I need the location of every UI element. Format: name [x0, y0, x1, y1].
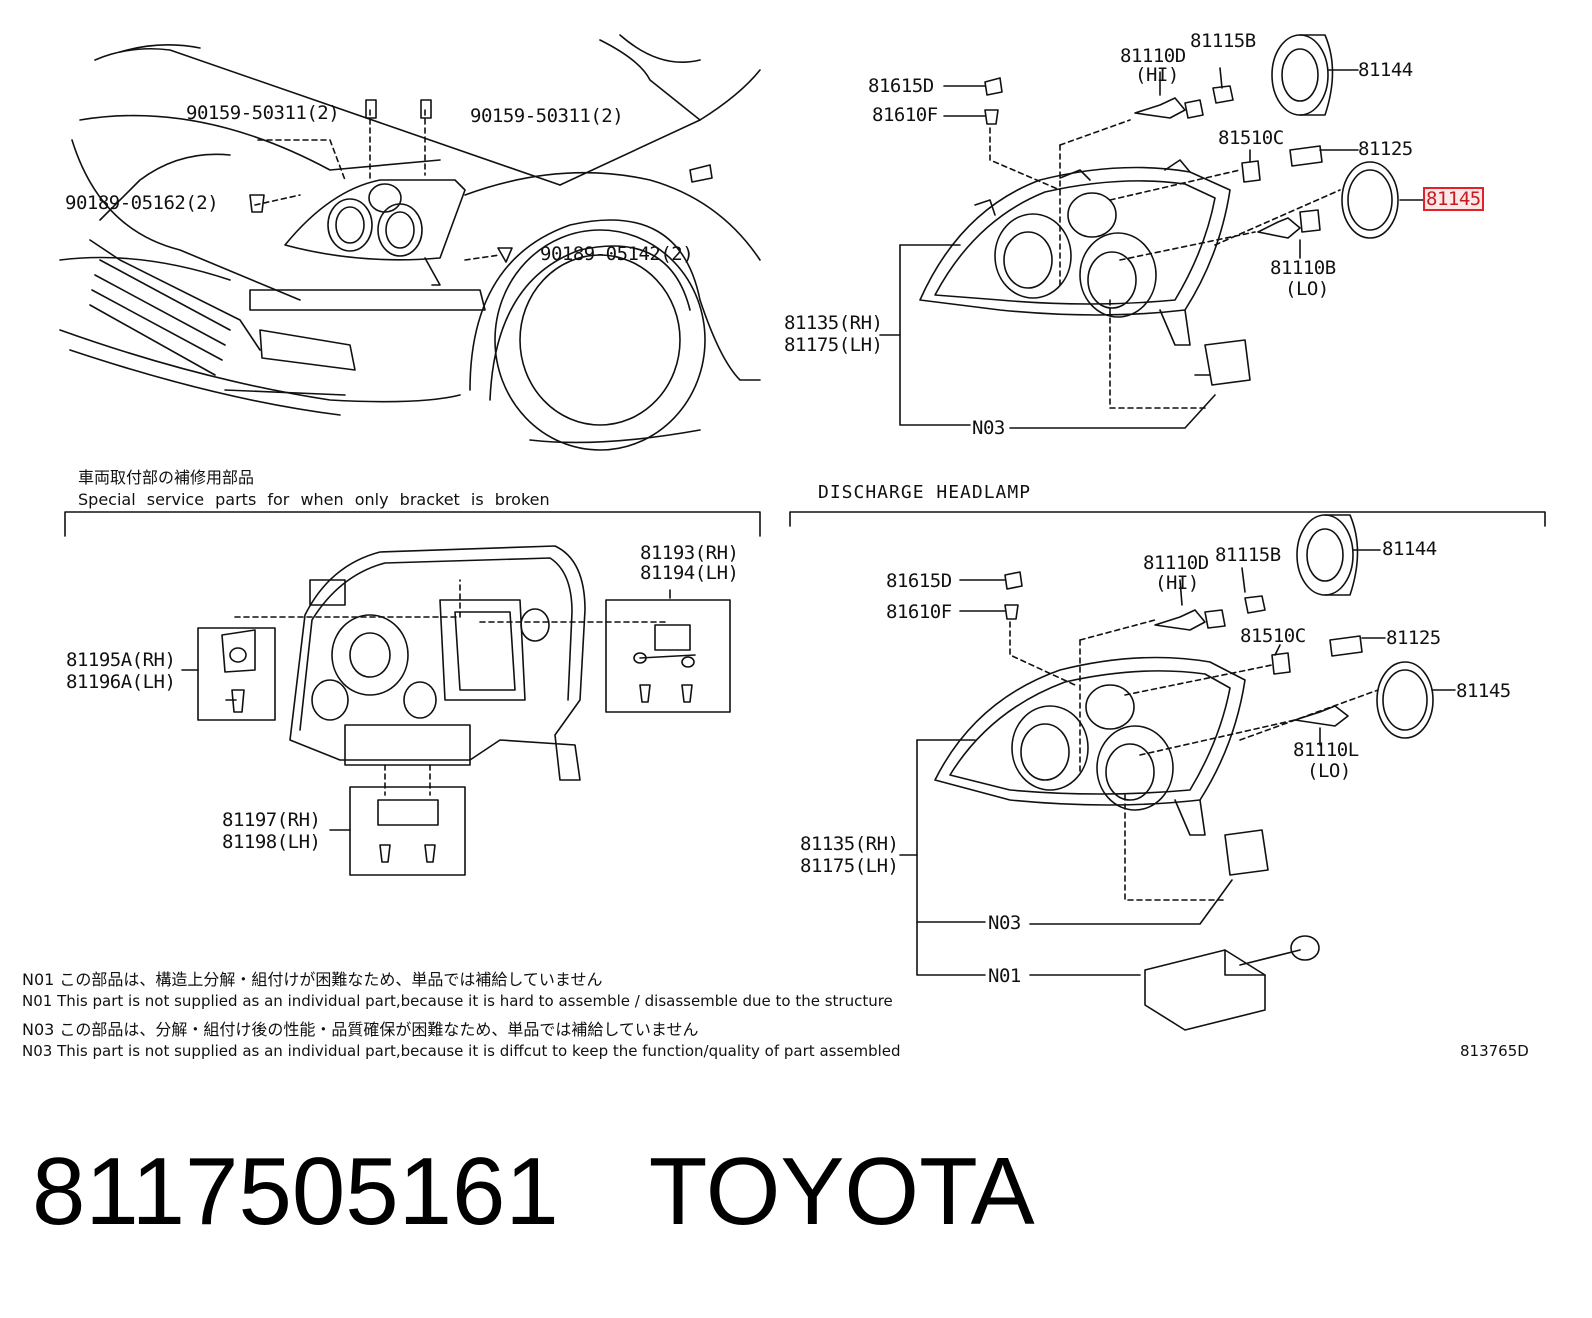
discharge-label-81115B[interactable]: 81115B — [1215, 544, 1281, 566]
footer-brand: TOYOTA — [648, 1138, 1035, 1245]
discharge-headlamp-view — [789, 511, 1546, 1031]
part-label-81110D[interactable]: 81110D — [1120, 45, 1186, 67]
discharge-label-n01[interactable]: N01 — [988, 965, 1021, 987]
part-label-81615D[interactable]: 81615D — [868, 75, 934, 97]
footer-part-number: 8117505161 — [32, 1138, 559, 1245]
note-n03-en: N03 This part is not supplied as an indi… — [22, 1042, 901, 1060]
discharge-label-81135[interactable]: 81135(RH) — [800, 833, 899, 855]
discharge-label-81110L[interactable]: 81110L — [1293, 739, 1359, 761]
bolt-label-90159-right[interactable]: 90159-50311(2) — [470, 105, 624, 127]
bolt-label-90189-05162[interactable]: 90189-05162(2) — [65, 192, 219, 214]
part-label-n03[interactable]: N03 — [972, 417, 1005, 439]
part-label-81115B[interactable]: 81115B — [1190, 30, 1256, 52]
discharge-label-81145[interactable]: 81145 — [1456, 680, 1511, 702]
note-n01-jp: N01 この部品は、構造上分解・組付けが困難なため、単品では補給していません — [22, 970, 603, 989]
discharge-label-lo: (LO) — [1307, 760, 1351, 782]
part-label-81198[interactable]: 81198(LH) — [222, 831, 321, 853]
part-label-81610F[interactable]: 81610F — [872, 104, 938, 126]
discharge-label-81175[interactable]: 81175(LH) — [800, 855, 899, 877]
note-n03-jp: N03 この部品は、分解・組付け後の性能・品質確保が困難なため、単品では補給して… — [22, 1020, 699, 1039]
service-parts-view — [64, 511, 761, 876]
discharge-label-81125[interactable]: 81125 — [1386, 627, 1441, 649]
discharge-label-81144[interactable]: 81144 — [1382, 538, 1437, 560]
bolt-label-90189-05142[interactable]: 90189-05142(2) — [540, 243, 694, 265]
discharge-label-81615D[interactable]: 81615D — [886, 570, 952, 592]
part-label-81195A[interactable]: 81195A(RH) — [66, 649, 176, 671]
discharge-section-title: DISCHARGE HEADLAMP — [818, 482, 1032, 503]
part-label-81196A[interactable]: 81196A(LH) — [66, 671, 176, 693]
service-title-en: Special service parts for when only brac… — [78, 490, 550, 509]
note-n01-en: N01 This part is not supplied as an indi… — [22, 992, 893, 1010]
part-label-81510C[interactable]: 81510C — [1218, 127, 1284, 149]
diagram-reference-code: 813765D — [1460, 1042, 1529, 1060]
part-label-81197[interactable]: 81197(RH) — [222, 809, 321, 831]
part-label-81193[interactable]: 81193(RH) — [640, 542, 739, 564]
part-label-81145-highlighted[interactable]: 81145 — [1423, 187, 1484, 211]
part-label-81135[interactable]: 81135(RH) — [784, 312, 883, 334]
part-label-81144[interactable]: 81144 — [1358, 59, 1413, 81]
part-label-lo: (LO) — [1285, 278, 1329, 300]
part-label-81194[interactable]: 81194(LH) — [640, 562, 739, 584]
part-label-81125[interactable]: 81125 — [1358, 138, 1413, 160]
discharge-label-81110D[interactable]: 81110D — [1143, 552, 1209, 574]
part-label-81175[interactable]: 81175(LH) — [784, 334, 883, 356]
car-front-illustration — [59, 34, 761, 451]
discharge-label-81510C[interactable]: 81510C — [1240, 625, 1306, 647]
headlamp-exploded-view — [879, 34, 1426, 429]
part-label-hi: (HI) — [1135, 64, 1179, 86]
service-title-jp: 車両取付部の補修用部品 — [78, 468, 255, 487]
part-label-81110B[interactable]: 81110B — [1270, 257, 1336, 279]
discharge-label-hi: (HI) — [1155, 572, 1199, 594]
bolt-label-90159-left[interactable]: 90159-50311(2) — [186, 102, 340, 124]
discharge-label-n03[interactable]: N03 — [988, 912, 1021, 934]
discharge-label-81610F[interactable]: 81610F — [886, 601, 952, 623]
